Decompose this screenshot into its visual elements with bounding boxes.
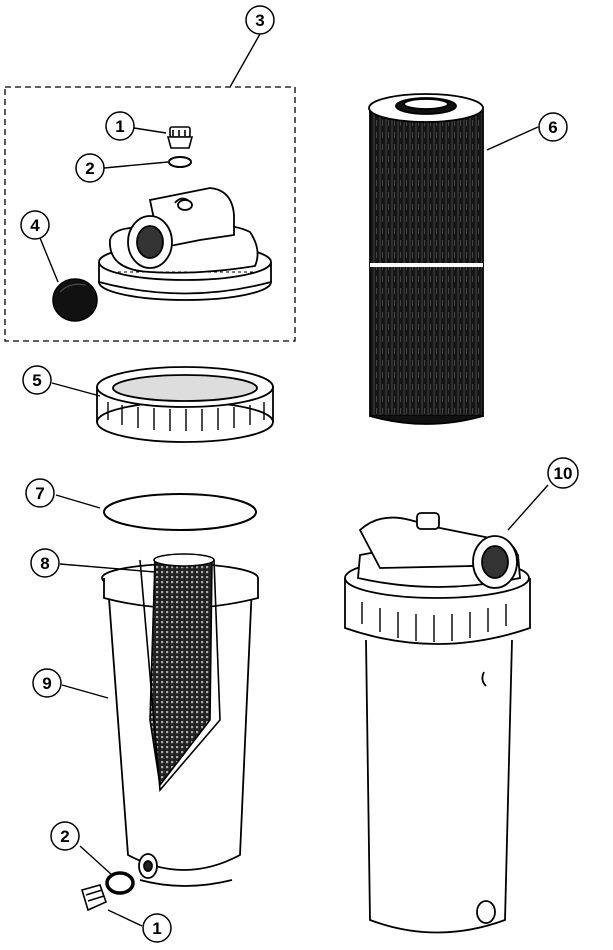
svg-text:10: 10 <box>554 464 573 483</box>
callout-1-bottom: 1 <box>142 913 172 943</box>
callout-10: 10 <box>547 457 579 489</box>
callout-6: 6 <box>538 112 568 142</box>
svg-text:4: 4 <box>30 216 40 235</box>
callout-5: 5 <box>22 365 52 395</box>
callout-1-top: 1 <box>105 111 135 141</box>
tank-o-ring <box>103 493 257 531</box>
svg-text:1: 1 <box>152 919 161 938</box>
lock-ring <box>96 366 274 443</box>
lid-kit-boundary <box>4 86 296 342</box>
svg-text:3: 3 <box>255 11 264 30</box>
svg-text:2: 2 <box>85 159 94 178</box>
callout-4: 4 <box>20 210 50 240</box>
callout-3: 3 <box>245 5 275 35</box>
callout-2-top: 2 <box>75 153 105 183</box>
internal-core <box>139 553 221 792</box>
callout-8: 8 <box>30 548 60 578</box>
svg-text:5: 5 <box>32 371 41 390</box>
callout-7: 7 <box>25 478 55 508</box>
filter-lid <box>98 187 272 301</box>
svg-text:8: 8 <box>40 554 49 573</box>
svg-text:9: 9 <box>42 674 51 693</box>
gauge-cap <box>52 278 98 322</box>
drain-plug-bottom <box>80 884 108 912</box>
callout-2-bottom: 2 <box>50 821 80 851</box>
filter-cartridge <box>368 93 484 425</box>
leader-lines <box>39 33 549 927</box>
svg-text:7: 7 <box>35 484 44 503</box>
svg-text:2: 2 <box>60 827 69 846</box>
callout-9: 9 <box>32 668 62 698</box>
svg-text:6: 6 <box>548 118 557 137</box>
o-ring-top <box>168 156 192 168</box>
o-ring-bottom <box>105 871 135 895</box>
svg-text:1: 1 <box>115 117 124 136</box>
assembled-filter <box>344 512 531 934</box>
air-relief-plug-top <box>166 126 194 149</box>
